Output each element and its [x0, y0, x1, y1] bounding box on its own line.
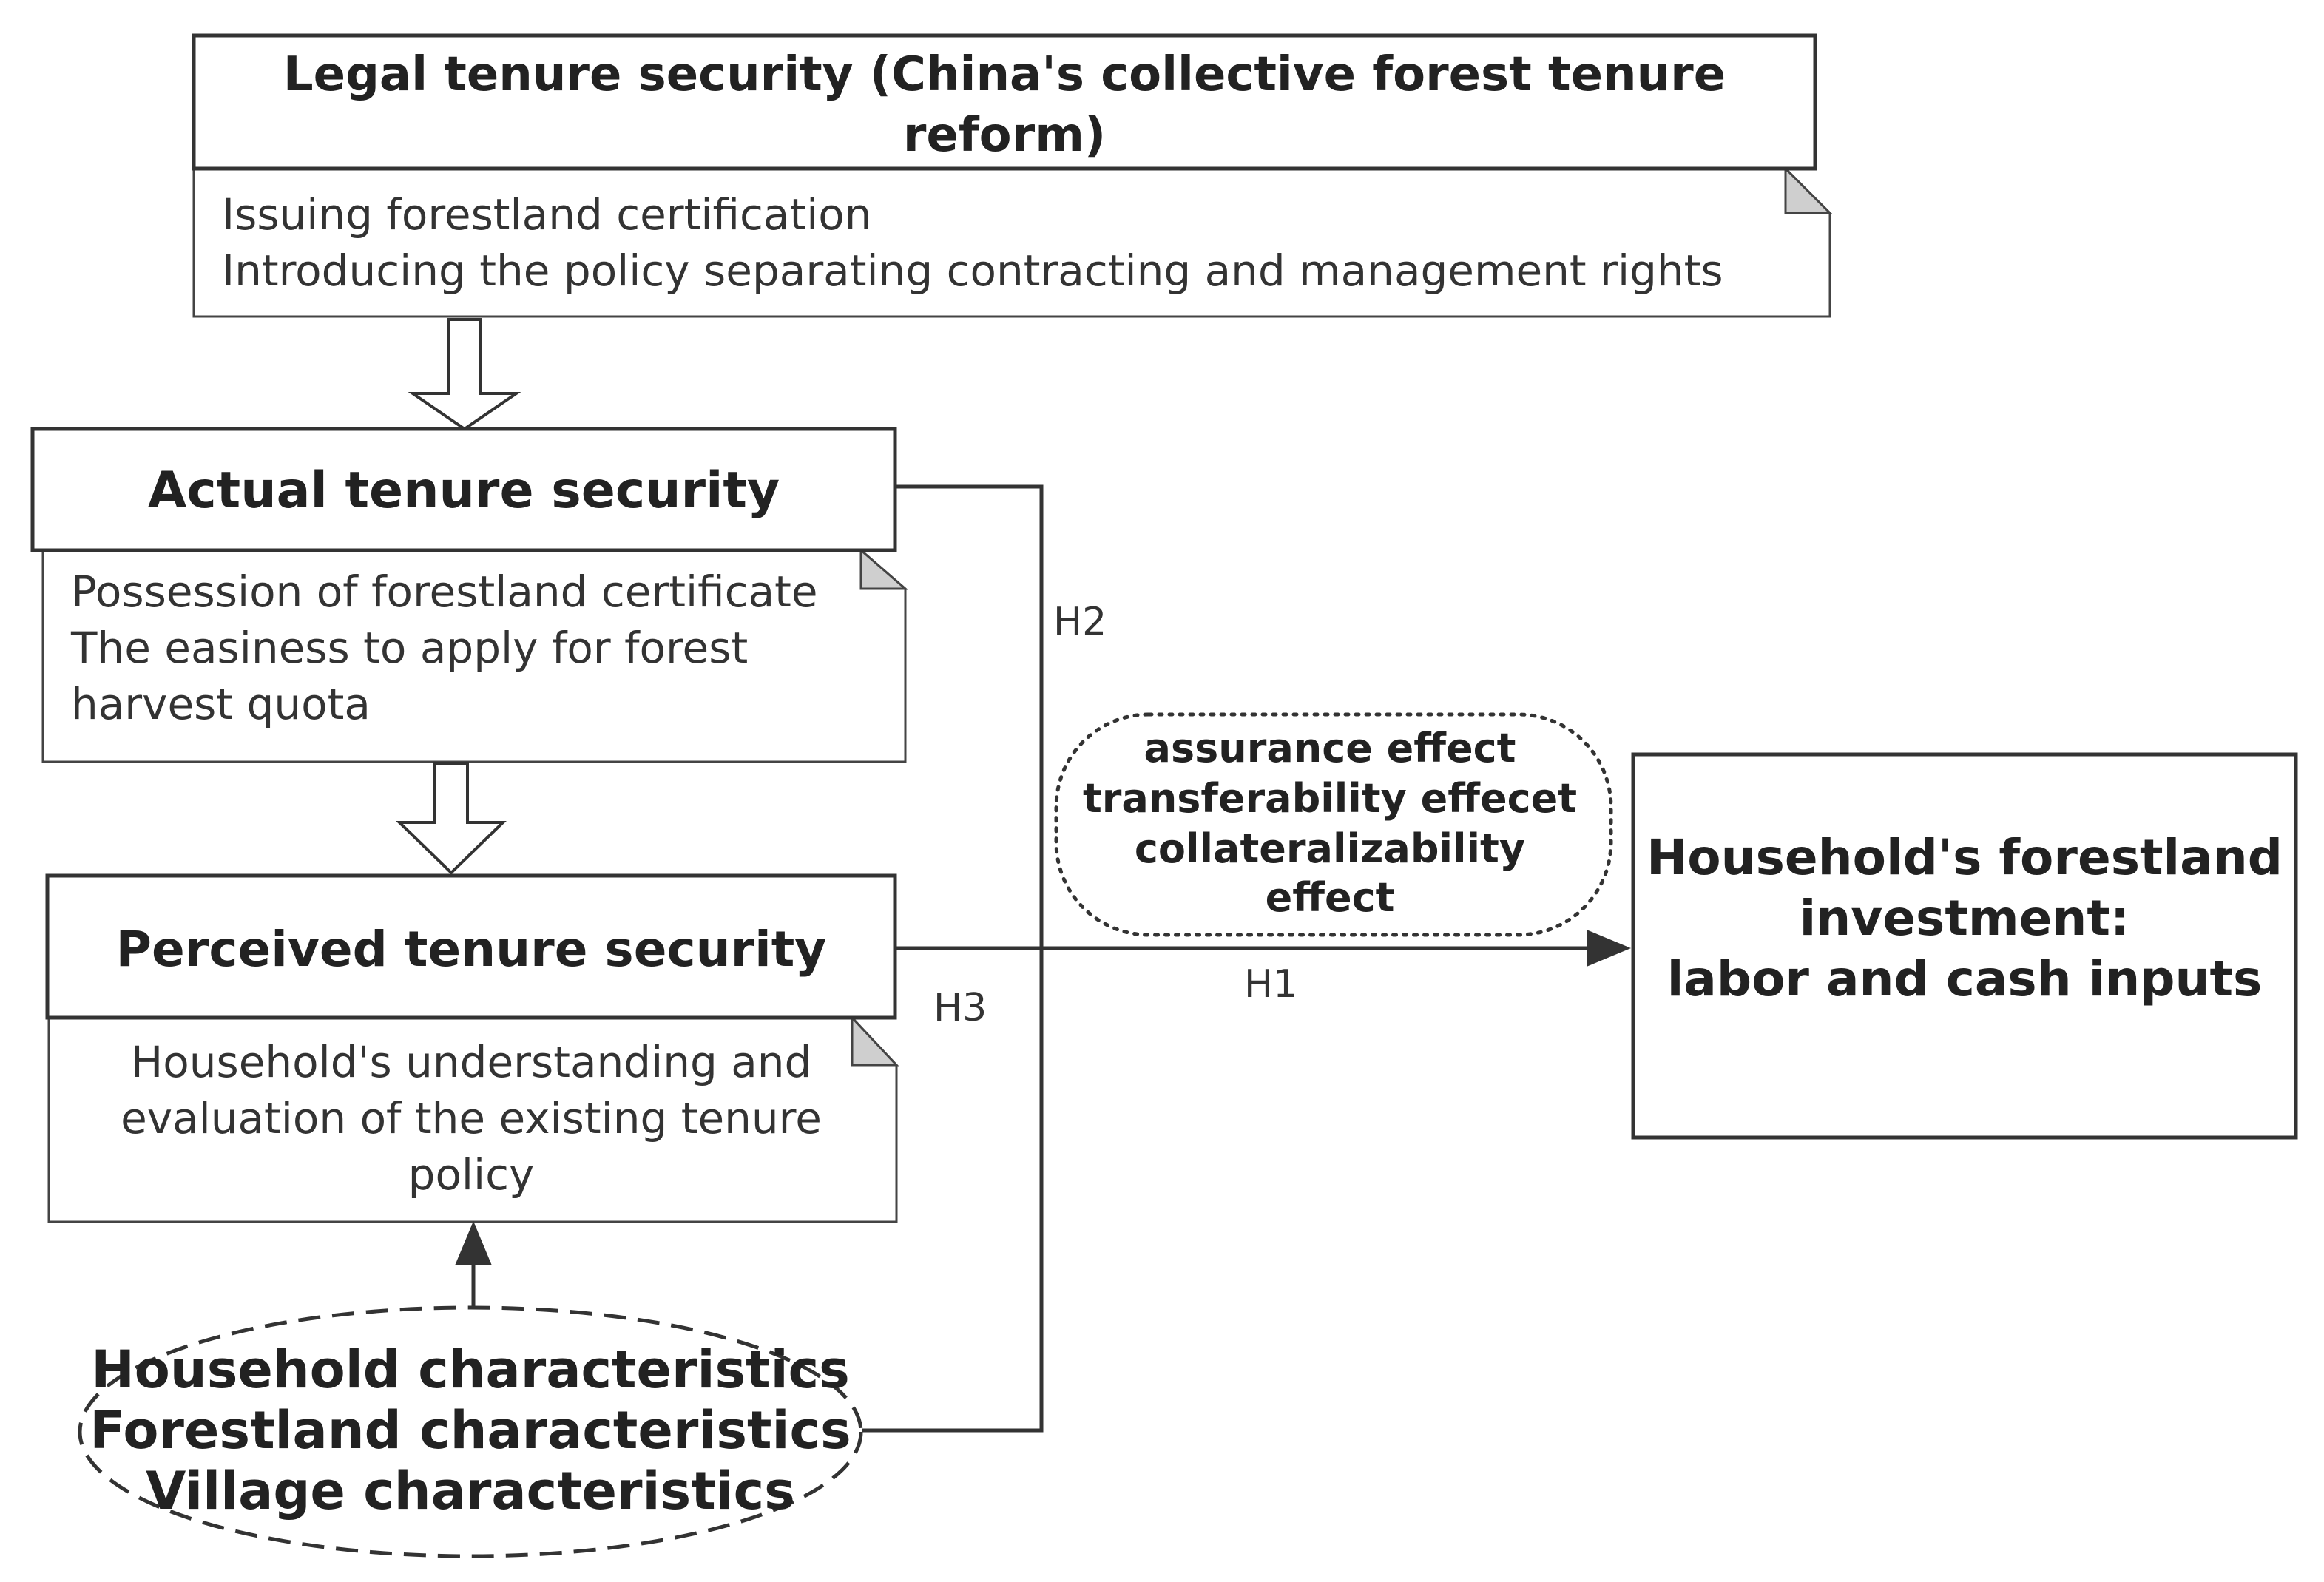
- perceived-note-fold: [851, 1015, 899, 1067]
- effects-box: [1054, 712, 1613, 937]
- actual-to-perceived-arrow: [396, 762, 507, 875]
- effects-line4: effect: [1266, 874, 1395, 921]
- legal-title-line2: reform): [903, 108, 1106, 163]
- actual-note-line1: Possession of forestland certificate: [71, 567, 818, 617]
- perceived-note-line3: policy: [408, 1149, 535, 1200]
- h2-connector-line: [862, 484, 1044, 1433]
- characteristics-line1: Household characteristics: [91, 1339, 850, 1400]
- actual-note-line2: The easiness to apply for forest: [70, 623, 748, 673]
- legal-note-fold: [1784, 166, 1833, 214]
- investment-line2: investment:: [1800, 890, 2130, 947]
- perceived-note-line2: evaluation of the existing tenure: [121, 1093, 822, 1143]
- legal-to-actual-arrow: [408, 318, 521, 431]
- perceived-tenure-box: [45, 873, 897, 1020]
- perceived-title: Perceived tenure security: [116, 921, 827, 978]
- characteristics-line2: Forestland characteristics: [89, 1400, 851, 1461]
- investment-line3: labor and cash inputs: [1667, 950, 2263, 1007]
- legal-note-line2: Introducing the policy separating contra…: [222, 246, 1723, 296]
- effects-line3: collateralizability: [1135, 825, 1525, 872]
- legal-title-line1: Legal tenure security (China's collectiv…: [283, 47, 1726, 102]
- effects-line2: transferability effecet: [1083, 775, 1577, 822]
- investment-block: Household's forestland investment: labor…: [1631, 752, 2298, 1140]
- legal-tenure-block: Legal tenure security (China's collectiv…: [192, 33, 1833, 318]
- legal-tenure-box: [192, 33, 1817, 171]
- actual-tenure-box: [30, 427, 897, 552]
- actual-tenure-block: Actual tenure security Possession of for…: [30, 427, 909, 763]
- h1-label: H1: [1244, 962, 1297, 1007]
- perceived-tenure-block: Perceived tenure security Household's un…: [45, 873, 899, 1223]
- investment-line1: Household's forestland: [1646, 829, 2283, 886]
- characteristics-ellipse: [78, 1305, 863, 1558]
- effects-line1: assurance effect: [1144, 725, 1516, 771]
- h2-label: H2: [1053, 600, 1107, 644]
- characteristics-ellipse-group: Household characteristics Forestland cha…: [78, 1305, 863, 1558]
- perceived-note-line1: Household's understanding and: [131, 1037, 812, 1087]
- actual-note-fold: [859, 547, 909, 590]
- characteristics-line3: Village characteristics: [146, 1461, 795, 1521]
- effects-group: assurance effect transferability effecet…: [1054, 712, 1613, 937]
- legal-note-line1: Issuing forestland certification: [222, 189, 872, 240]
- investment-box: [1631, 752, 2298, 1140]
- actual-note-line3: harvest quota: [71, 679, 371, 729]
- actual-title: Actual tenure security: [148, 462, 780, 520]
- h3-label: H3: [933, 986, 987, 1030]
